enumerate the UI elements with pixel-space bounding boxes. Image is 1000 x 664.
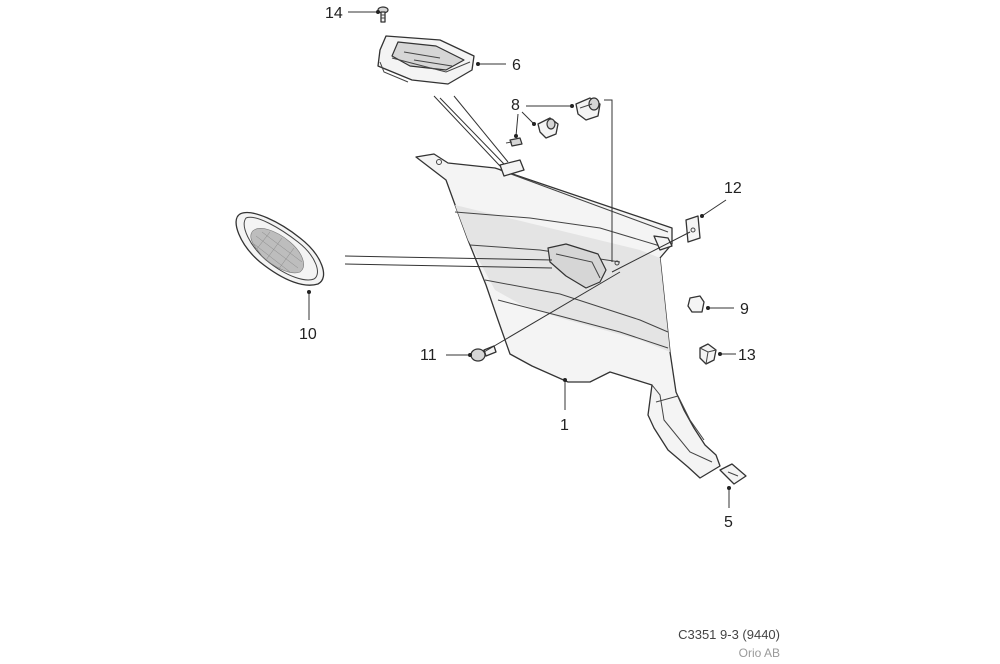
callout-13: 13 [738, 347, 756, 364]
speaker-grille-part-10 [235, 212, 325, 286]
callout-14: 14 [325, 5, 343, 22]
drawing-code: C3351 9-3 (9440) [678, 627, 780, 642]
callout-12: 12 [724, 180, 742, 197]
callout-1: 1 [560, 417, 569, 434]
projection-line-bracket-1 [433, 95, 501, 167]
push-pin-part-11 [470, 345, 497, 362]
guide-line-clip [604, 99, 613, 262]
leader-12 [701, 199, 727, 217]
projection-line-bracket-3 [453, 95, 509, 163]
clip-part-9 [687, 295, 705, 313]
callout-8: 8 [511, 97, 520, 114]
callout-10: 10 [299, 326, 317, 343]
projection-line-grille-upper [344, 255, 553, 261]
cube-clip-part-13 [699, 343, 717, 365]
projection-line-grille-lower [344, 263, 553, 269]
trim-panel-part-1 [415, 153, 721, 479]
callout-11: 11 [420, 347, 437, 364]
leader-8c [515, 113, 519, 137]
callout-6: 6 [512, 57, 521, 74]
screw-part-14 [377, 6, 389, 23]
clips-part-8 [505, 97, 601, 147]
projection-line-bracket-2 [439, 97, 505, 165]
clip-nut-part-12 [685, 215, 701, 243]
bracket-part-6 [377, 35, 475, 85]
guide-line-part-12 [611, 231, 691, 273]
leader-8b [521, 111, 535, 125]
guide-line-part-11 [483, 271, 621, 353]
callout-5: 5 [724, 514, 733, 531]
callout-9: 9 [740, 301, 749, 318]
lower-clip-part-5 [719, 463, 747, 485]
copyright-text: Orio AB [738, 646, 780, 660]
